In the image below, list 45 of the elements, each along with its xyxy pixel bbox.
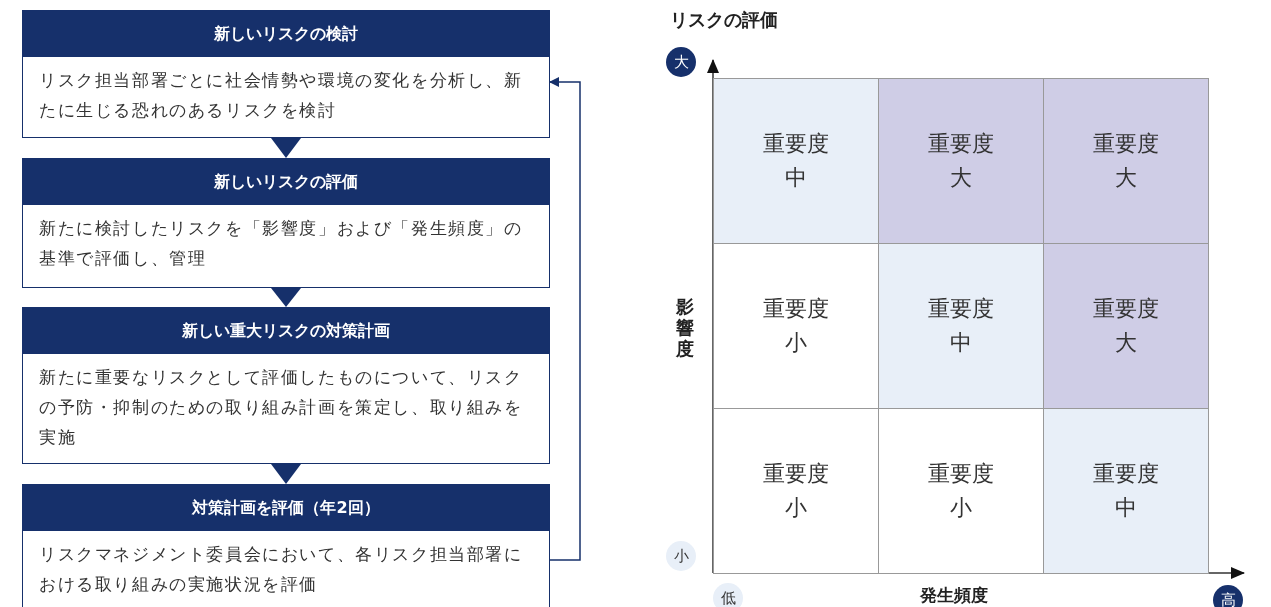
matrix-cell	[713, 408, 879, 574]
step-box	[22, 10, 550, 138]
importance-level: 小	[950, 494, 972, 522]
matrix-cell	[1043, 78, 1209, 244]
flow-arrow	[271, 464, 301, 484]
step-description: リスク担当部署ごとに社会情勢や環境の変化を分析し、新たに生じる恐れのあるリスクを検討	[39, 69, 524, 122]
importance-level: 大	[1115, 164, 1137, 192]
importance-level: 小	[785, 329, 807, 357]
importance-level: 中	[785, 164, 807, 192]
importance-label: 重要度	[928, 295, 994, 323]
flow-arrow	[271, 288, 301, 307]
importance-level: 大	[1115, 329, 1137, 357]
axis-label: 影響度	[676, 296, 695, 359]
importance-label: 重要度	[763, 130, 829, 158]
importance-level: 中	[1115, 494, 1137, 522]
importance-level: 大	[950, 164, 972, 192]
step-box	[22, 158, 550, 288]
scale-marker: 小	[666, 541, 696, 571]
matrix-cell	[878, 243, 1044, 409]
importance-label: 重要度	[1093, 460, 1159, 488]
importance-label: 重要度	[928, 130, 994, 158]
step-box	[22, 484, 550, 607]
matrix-cell	[878, 78, 1044, 244]
axis-label: 発生頻度	[920, 585, 988, 605]
scale-marker: 低	[713, 583, 743, 607]
importance-label: 重要度	[928, 460, 994, 488]
step-box	[22, 307, 550, 464]
flow-arrow	[271, 138, 301, 158]
step-description: 新たに重要なリスクとして評価したものについて、リスクの予防・抑制のための取り組み計画を策定し、取り組みを実施	[39, 366, 524, 449]
importance-label: 重要度	[763, 295, 829, 323]
importance-label: 重要度	[1093, 130, 1159, 158]
importance-level: 中	[950, 329, 972, 357]
matrix-cell	[1043, 408, 1209, 574]
scale-marker: 高	[1213, 585, 1243, 607]
importance-label: 重要度	[1093, 295, 1159, 323]
importance-level: 小	[785, 494, 807, 522]
matrix-title: リスクの評価	[670, 8, 778, 32]
feedback-arrow	[549, 77, 581, 561]
scale-marker: 大	[666, 47, 696, 77]
step-description: 新たに検討したリスクを「影響度」および「発生頻度」の基準で評価し、管理	[39, 217, 524, 270]
step-heading: 新しいリスクの検討	[23, 11, 549, 57]
matrix-cell	[1043, 243, 1209, 409]
step-description: リスクマネジメント委員会において、各リスク担当部署における取り組みの実施状況を評価	[39, 543, 524, 596]
matrix-cell	[713, 78, 879, 244]
importance-label: 重要度	[763, 460, 829, 488]
